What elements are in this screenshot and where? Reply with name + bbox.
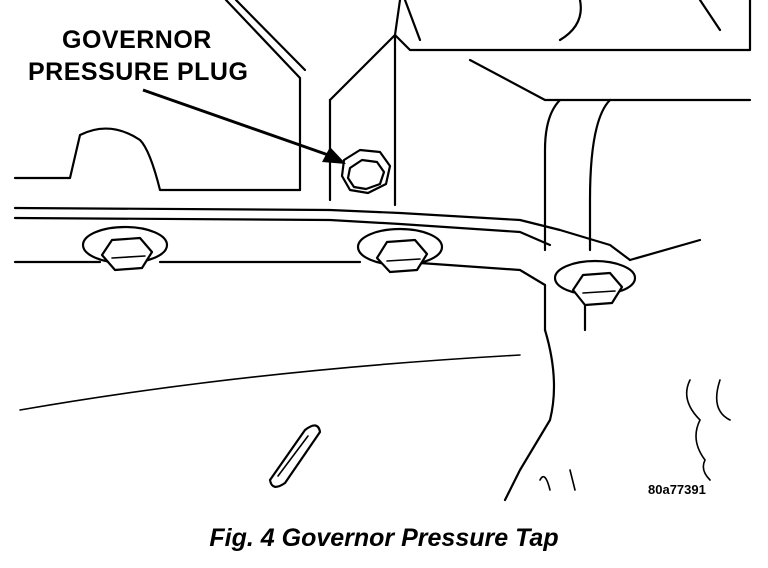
- oil-pan-outline: [13, 206, 731, 502]
- callout-label-line2: PRESSURE PLUG: [28, 58, 248, 86]
- figure-reference-code: 80a77391: [648, 482, 706, 497]
- leader-arrow: [142, 88, 346, 164]
- transmission-case-outline: [13, 0, 752, 252]
- governor-pressure-plug: [340, 148, 392, 195]
- pan-bolt-right: [553, 259, 637, 307]
- callout-label-line1: GOVERNOR: [62, 26, 212, 54]
- pan-bolt-center: [356, 227, 444, 274]
- pan-bolt-left: [81, 225, 169, 272]
- figure-caption: Fig. 4 Governor Pressure Tap: [209, 524, 559, 552]
